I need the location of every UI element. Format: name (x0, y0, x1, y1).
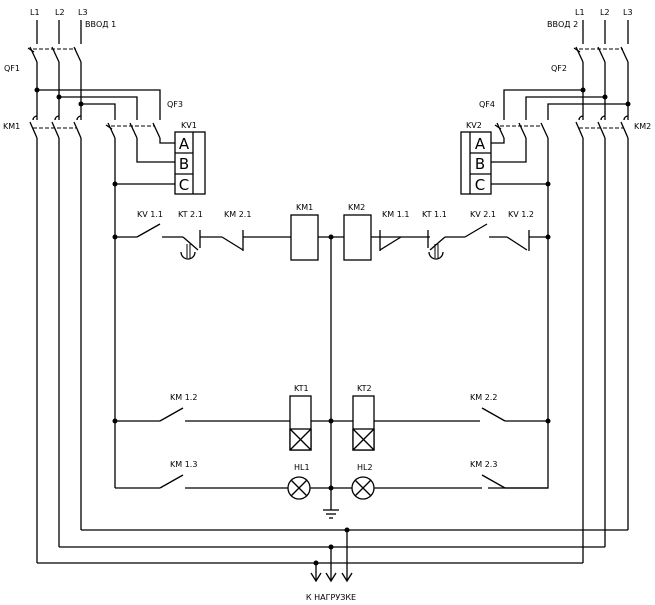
kv1-relay (174, 131, 206, 195)
hl2-label: HL2 (357, 463, 373, 472)
right-contactor-label: KM2 (634, 122, 651, 131)
kv1-terminal-b: B (179, 155, 189, 173)
hl1-lamp-icon (287, 476, 311, 500)
lamp-row: KM 1.3 HL1 HL2 KM 2.3 (115, 460, 548, 500)
kv2-terminal-c: C (475, 176, 485, 194)
kv11-contact-label: KV 1.1 (137, 210, 163, 219)
kv12-contact-label: KV 1.2 (508, 210, 534, 219)
km22-contact-label: KM 2.2 (470, 393, 497, 402)
km13-contact-label: KM 1.3 (170, 460, 197, 469)
kv2-terminal-b: B (475, 155, 485, 173)
left-control-breaker-label: QF3 (167, 100, 183, 109)
km21-contact-label: KM 2.1 (224, 210, 251, 219)
km23-contact-label: KM 2.3 (470, 460, 497, 469)
km11-contact-label: KM 1.1 (382, 210, 409, 219)
kt2-label: KT2 (357, 384, 372, 393)
km1-coil (290, 214, 319, 261)
left-contactor-label: KM1 (3, 122, 20, 131)
output-bus: К НАГРУЗКЕ (37, 527, 628, 602)
kt21-contact-label: KT 2.1 (178, 210, 203, 219)
kv2-relay (460, 131, 492, 195)
output-label: К НАГРУЗКЕ (306, 593, 356, 602)
right-control-breaker-label: QF4 (479, 100, 495, 109)
left-phase-l3-label: L3 (78, 8, 88, 17)
kv2-terminal-a: A (475, 135, 486, 153)
left-breaker-label: QF1 (4, 64, 20, 73)
coil-row: KV 1.1 KT 2.1 KM 2.1 KM1 KM2 KM 1.1 KT 1… (112, 203, 551, 261)
right-breaker-label: QF2 (551, 64, 567, 73)
hl2-lamp-icon (351, 476, 375, 500)
left-phase-l1-label: L1 (30, 8, 40, 17)
left-input: L1 L2 L3 ВВОД 1 QF1 KM1 (3, 8, 206, 563)
kv2-label: KV2 (466, 121, 482, 130)
ground-icon (323, 509, 339, 519)
km1-coil-label: KM1 (296, 203, 313, 212)
right-phase-l1-label: L1 (575, 8, 585, 17)
kv21-contact-label: KV 2.1 (470, 210, 496, 219)
hl1-label: HL1 (294, 463, 310, 472)
left-input-title: ВВОД 1 (85, 20, 116, 29)
output-arrow-icon (310, 572, 353, 583)
right-phase-l2-label: L2 (600, 8, 610, 17)
kv1-terminal-c: C (179, 176, 189, 194)
kt1-label: KT1 (294, 384, 309, 393)
right-phase-l3-label: L3 (623, 8, 633, 17)
right-input-title: ВВОД 2 (547, 20, 578, 29)
km2-coil-label: KM2 (348, 203, 365, 212)
timer-row: KM 1.2 KT1 KT2 KM 2.2 (112, 384, 551, 451)
left-phase-l2-label: L2 (55, 8, 65, 17)
kv1-terminal-a: A (179, 135, 190, 153)
kv1-label: KV1 (181, 121, 197, 130)
km12-contact-label: KM 1.2 (170, 393, 197, 402)
km2-coil (343, 214, 372, 261)
kt11-contact-label: KT 1.1 (422, 210, 447, 219)
